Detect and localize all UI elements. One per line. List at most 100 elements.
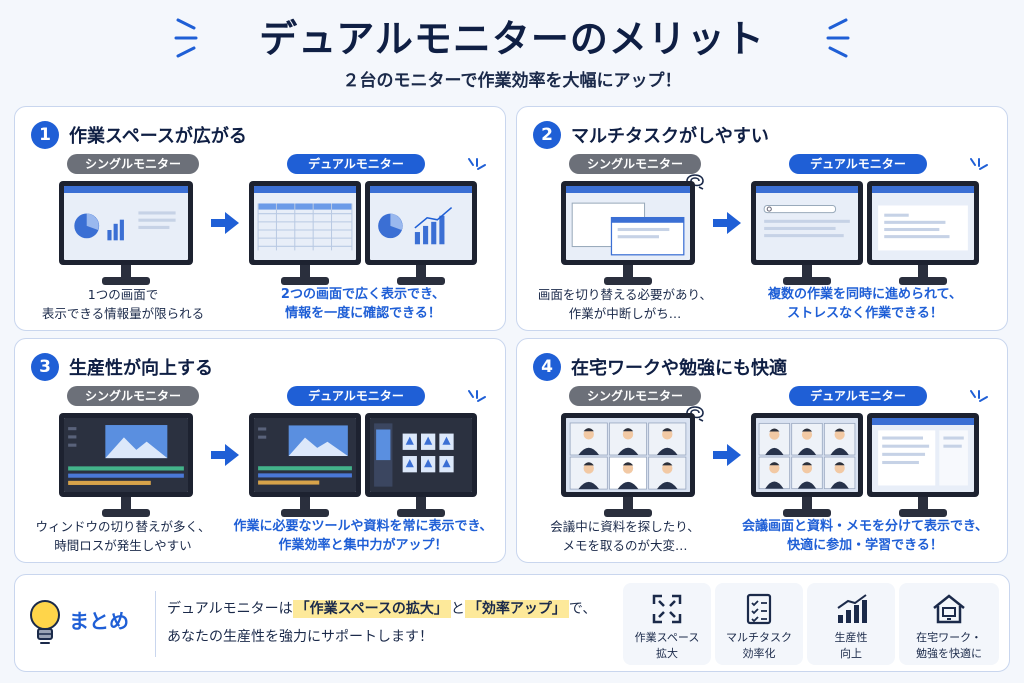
dual-monitor-caption: 複数の作業を同時に進められて、ストレスなく作業できる！	[727, 285, 1003, 323]
checklist-icon	[746, 593, 772, 625]
dual-monitor-label: デュアルモニター	[287, 154, 425, 174]
lightbulb-icon	[30, 600, 60, 644]
summary-text: デュアルモニターは「作業スペースの拡大」と「効率アップ」で、 あなたの生産性を強…	[167, 595, 596, 651]
feature-workspace: 作業スペース拡大	[623, 583, 711, 665]
monitor-screen	[566, 186, 690, 260]
single-monitor-label: シングルモニター	[67, 386, 199, 406]
single-monitor	[561, 181, 695, 289]
monitor-screen	[64, 418, 188, 492]
monitor-screen	[254, 418, 356, 492]
caption-line: 作業に必要なツールや資料を常に表示でき、	[233, 519, 493, 534]
dual-monitor-right	[867, 413, 979, 521]
growth-chart-icon	[837, 594, 867, 623]
dual-monitor-label: デュアルモニター	[789, 154, 927, 174]
home-office-icon	[933, 594, 965, 624]
summary-highlight-space: 「作業スペースの拡大」	[292, 600, 451, 618]
caption-line: 2つの画面で広く表示でき、	[280, 287, 446, 302]
monitor-screen	[370, 186, 472, 260]
caption-line: 画面を切り替える必要があり、	[537, 287, 713, 302]
caption-line: 情報を一度に確認できる！	[285, 306, 441, 321]
caption-line: 会議中に資料を探したり、	[550, 519, 700, 534]
summary-text-line2: あなたの生産性を強力にサポートします！	[167, 629, 433, 645]
caption-line: 複数の作業を同時に進められて、	[768, 287, 962, 302]
single-monitor-caption: 会議中に資料を探したり、メモを取るのが大変…	[525, 517, 725, 555]
feature-label: 在宅ワーク・	[916, 631, 982, 644]
sparkle-icon	[468, 158, 486, 170]
sparkle-icon	[970, 158, 988, 170]
single-monitor-caption: ウィンドウの切り替えが多く、時間ロスが発生しやすい	[23, 517, 223, 555]
panel-title: 作業スペースが広がる	[69, 126, 247, 147]
summary-text-part: と	[450, 601, 465, 617]
panel-title: マルチタスクがしやすい	[571, 126, 769, 147]
panel-number: 2	[533, 121, 561, 149]
summary-text-part: で、	[568, 601, 597, 617]
caption-line: ウィンドウの切り替えが多く、	[35, 519, 211, 534]
panel-title: 生産性が向上する	[69, 358, 213, 379]
panel-multitask: 2 マルチタスクがしやすいシングルモニター デュアルモニター画面を切り替える必要があ…	[516, 106, 1008, 331]
single-monitor-caption: 1つの画面で表示できる情報量が限られる	[23, 285, 223, 323]
caption-line: 会議画面と資料・メモを分けて表示でき、	[741, 519, 989, 534]
feature-label: 勉強を快適に	[916, 647, 982, 660]
single-monitor-label: シングルモニター	[569, 386, 701, 406]
feature-label: 向上	[840, 647, 862, 660]
panel-productivity: 3 生産性が向上するシングルモニター デュアルモニターウィンドウの切り替えが多く、時…	[14, 338, 506, 563]
dual-monitor-label: デュアルモニター	[287, 386, 425, 406]
monitor-screen	[872, 418, 974, 492]
monitor-screen	[370, 418, 472, 492]
feature-label: 効率化	[742, 647, 776, 660]
dual-monitor-right	[365, 413, 477, 521]
expand-icon	[652, 594, 682, 624]
feature-productivity: 生産性向上	[807, 583, 895, 665]
single-monitor	[59, 413, 193, 521]
arrow-right-icon	[713, 444, 741, 466]
sparkle-right-icon	[826, 18, 850, 58]
page-title: デュアルモニターのメリット	[259, 17, 765, 61]
monitor-screen	[64, 186, 188, 260]
monitor-screen	[756, 418, 858, 492]
panel-number: 4	[533, 353, 561, 381]
caption-line: 1つの画面で	[87, 287, 159, 302]
caption-line: ストレスなく作業できる！	[787, 306, 943, 321]
dual-monitor-right	[867, 181, 979, 289]
dual-monitor-caption: 作業に必要なツールや資料を常に表示でき、作業効率と集中力がアップ！	[225, 517, 501, 555]
dual-monitor-label: デュアルモニター	[789, 386, 927, 406]
single-monitor-label: シングルモニター	[569, 154, 701, 174]
caption-line: 時間ロスが発生しやすい	[54, 538, 192, 553]
sparkle-icon	[468, 390, 486, 402]
feature-home: 在宅ワーク・勉強を快適に	[899, 583, 999, 665]
sparkle-left-icon	[174, 18, 198, 58]
caption-line: 作業が中断しがち…	[568, 306, 682, 321]
caption-line: メモを取るのが大変…	[562, 538, 688, 553]
summary-text-part: デュアルモニターは	[167, 601, 293, 617]
stress-scribble-icon	[686, 406, 704, 422]
dual-monitor-left	[249, 181, 361, 289]
monitor-screen	[872, 186, 974, 260]
caption-line: 作業効率と集中力がアップ！	[278, 538, 448, 553]
caption-line: 快適に参加・学習できる！	[787, 538, 943, 553]
single-monitor-label: シングルモニター	[67, 154, 199, 174]
summary-divider	[155, 591, 156, 657]
dual-monitor-caption: 会議画面と資料・メモを分けて表示でき、快適に参加・学習できる！	[727, 517, 1003, 555]
panel-title: 在宅ワークや勉強にも快適	[571, 358, 787, 379]
feature-label: 作業スペース	[634, 631, 700, 644]
dual-monitor-left	[751, 413, 863, 521]
stress-scribble-icon	[686, 174, 704, 190]
dual-monitor-right	[365, 181, 477, 289]
page-subtitle: ２台のモニターで作業効率を大幅にアップ！	[342, 71, 682, 91]
feature-label: 拡大	[656, 647, 678, 660]
dual-monitor-left	[249, 413, 361, 521]
feature-label: マルチタスク	[726, 631, 792, 644]
sparkle-icon	[970, 390, 988, 402]
arrow-right-icon	[713, 212, 741, 234]
monitor-screen	[566, 418, 690, 492]
monitor-screen	[756, 186, 858, 260]
dual-monitor-left	[751, 181, 863, 289]
arrow-right-icon	[211, 444, 239, 466]
single-monitor-caption: 画面を切り替える必要があり、作業が中断しがち…	[525, 285, 725, 323]
panel-remote-work: 4 在宅ワークや勉強にも快適シングルモニター デュアルモニター会議中に資料を探したり…	[516, 338, 1008, 563]
feature-label: 生産性	[834, 631, 868, 644]
panel-number: 3	[31, 353, 59, 381]
summary-highlight-efficiency: 「効率アップ」	[464, 600, 569, 618]
summary-title: まとめ	[69, 609, 129, 633]
